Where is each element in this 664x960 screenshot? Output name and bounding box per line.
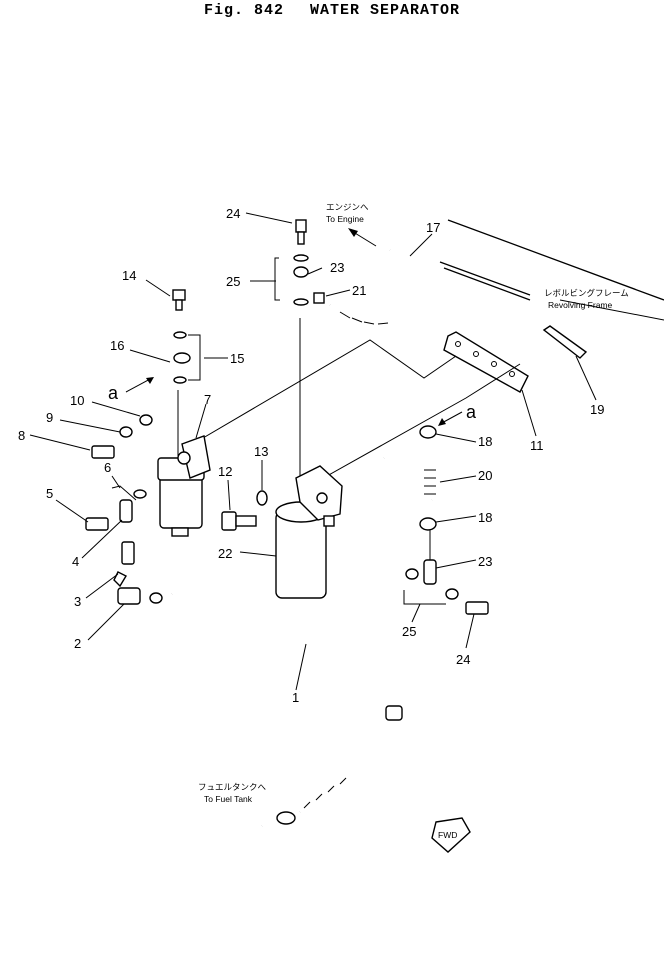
leader-lines: [29, 212, 597, 691]
figure-number: Fig. 842: [203, 2, 284, 19]
left-upper-fittings: [172, 289, 201, 384]
callout-25-bottom: 25: [402, 624, 416, 639]
callout-24-top: 24: [226, 206, 240, 221]
callout-22: 22: [218, 546, 232, 561]
ref-a-right: a: [438, 402, 477, 426]
callout-19: 19: [590, 402, 604, 417]
note-tank-jp: フュエルタンクへ: [198, 782, 267, 792]
right-filter-22: [275, 465, 343, 599]
bracket-11: [443, 331, 529, 393]
callout-23-top: 23: [330, 260, 344, 275]
note-frame-jp: レボルビングフレーム: [544, 288, 629, 298]
to-engine-arrow: [348, 228, 377, 247]
callout-10: 10: [70, 393, 84, 408]
plate-19: [542, 325, 588, 359]
callout-23-bottom: 23: [478, 554, 492, 569]
note-engine-en: To Engine: [326, 214, 364, 224]
callout-25-top: 25: [226, 274, 240, 289]
reference-lines: [177, 318, 521, 491]
callouts: 24 23 25 21 17 14 16 15 10 9 8 7 6 5 4 3…: [18, 206, 604, 705]
note-tank-en: To Fuel Tank: [204, 794, 253, 804]
right-hose-20: [382, 425, 441, 531]
callout-2: 2: [74, 636, 81, 651]
callout-21: 21: [352, 283, 366, 298]
callout-13: 13: [254, 444, 268, 459]
ref-a-left: a: [108, 377, 154, 403]
ref-a-label-left: a: [108, 383, 119, 403]
fuel-tank-pipe: [236, 805, 296, 839]
lower-right-fittings: [403, 530, 489, 615]
callout-7: 7: [204, 392, 211, 407]
callout-6: 6: [104, 460, 111, 475]
left-filter: [157, 435, 211, 537]
figure-name: WATER SEPARATOR: [310, 2, 461, 19]
callout-4: 4: [72, 554, 79, 569]
callout-18-bottom: 18: [478, 510, 492, 525]
callout-5: 5: [46, 486, 53, 501]
fwd-marker: FWD: [431, 817, 471, 853]
note-engine-jp: エンジンへ: [326, 202, 369, 212]
figure-title: Fig. 842 WATER SEPARATOR: [0, 2, 664, 19]
bolt-12: [221, 490, 268, 531]
callout-15: 15: [230, 351, 244, 366]
callout-8: 8: [18, 428, 25, 443]
upper-fittings: [274, 219, 325, 306]
callout-17: 17: [426, 220, 440, 235]
callout-16: 16: [110, 338, 124, 353]
callout-9: 9: [46, 410, 53, 425]
callout-14: 14: [122, 268, 136, 283]
revolving-frame-lines: [439, 219, 664, 321]
lower-left-fittings: [113, 541, 163, 605]
callout-18-top: 18: [478, 434, 492, 449]
left-fittings: [85, 414, 153, 531]
callout-1: 1: [292, 690, 299, 705]
callout-11: 11: [530, 438, 544, 453]
callout-20: 20: [478, 468, 492, 483]
callout-24-bottom: 24: [456, 652, 470, 667]
note-frame-en: Revolving Frame: [548, 300, 613, 310]
callout-12: 12: [218, 464, 232, 479]
fuel-pipe-1: [171, 577, 463, 814]
hose-17: [328, 247, 435, 328]
ref-a-label-right: a: [466, 402, 477, 422]
fwd-label: FWD: [438, 830, 457, 840]
callout-3: 3: [74, 594, 81, 609]
